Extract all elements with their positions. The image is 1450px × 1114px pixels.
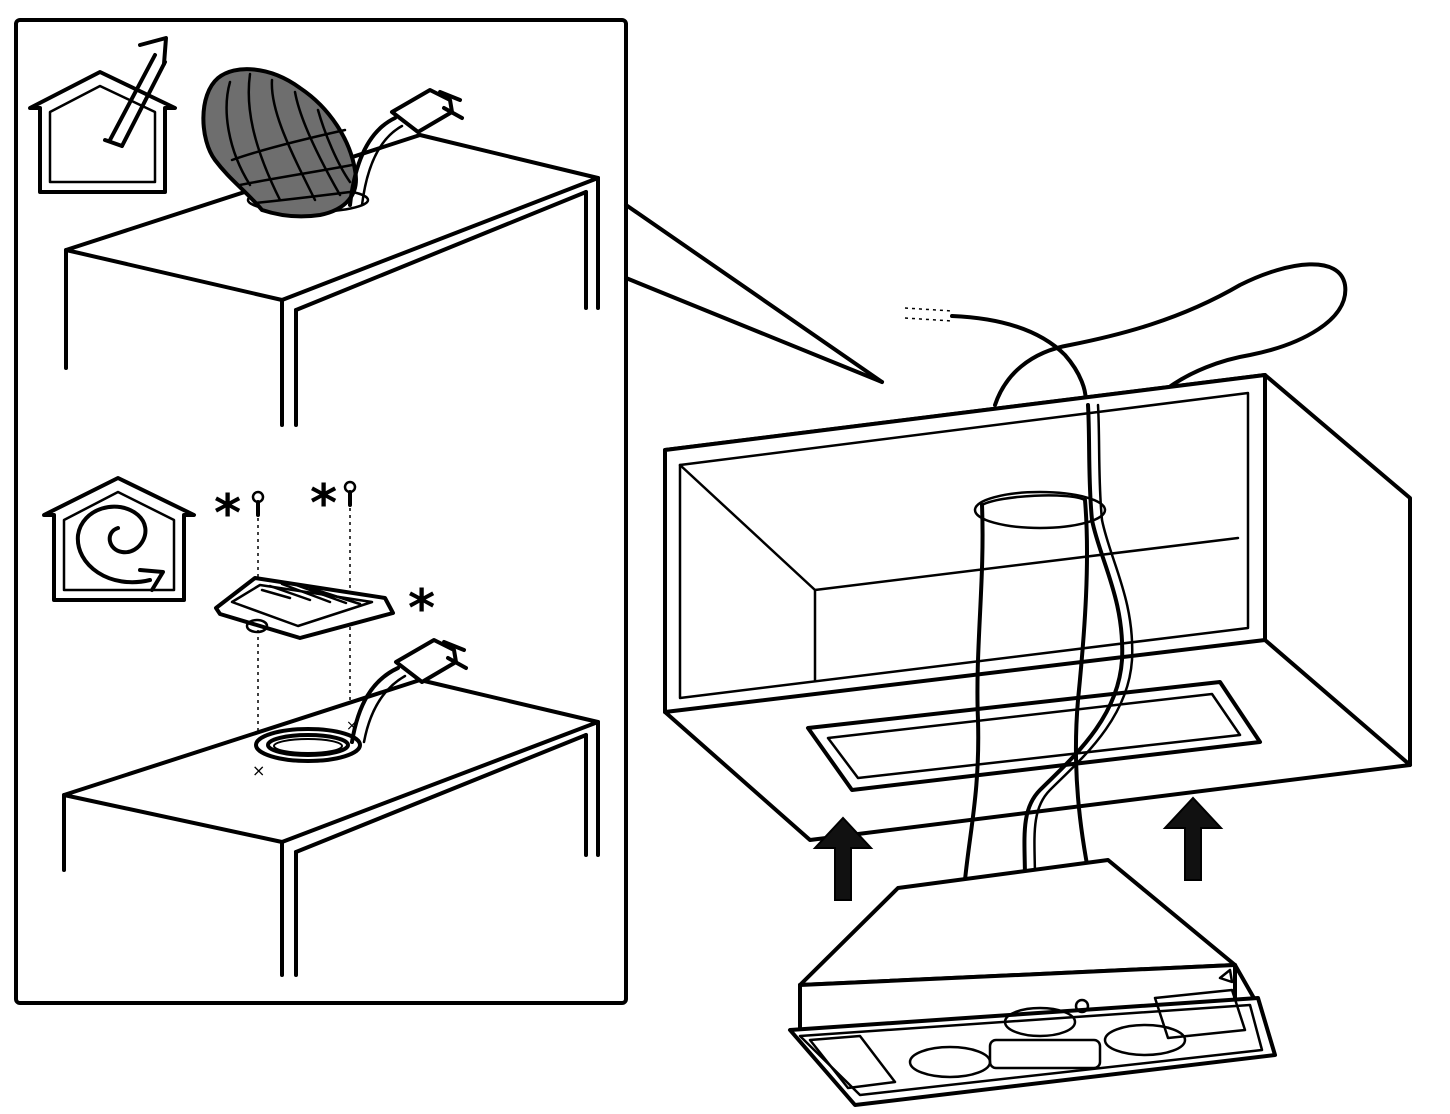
svg-text:×: × — [252, 761, 265, 780]
arrow-up-left-icon — [812, 816, 874, 901]
lower-cabinet: × × — [62, 678, 600, 977]
ducted-extraction-scene — [28, 36, 600, 427]
ducted-extraction-house-icon — [28, 36, 177, 194]
power-plug-upper — [348, 88, 464, 207]
grease-filter-left — [808, 1034, 897, 1090]
power-plug-lower — [350, 638, 468, 744]
callout-line-upper — [624, 203, 884, 384]
wall-cabinet — [663, 373, 1412, 842]
supply-cable-top — [950, 314, 1088, 407]
exhaust-duct — [963, 490, 1107, 882]
motor-housing — [988, 1038, 1102, 1070]
svg-text:×: × — [346, 718, 358, 734]
callout-line-lower — [624, 276, 884, 384]
optional-marker-filter: * — [408, 579, 436, 639]
inset-panel — [14, 18, 884, 1005]
recirculation-scene: × × — [42, 476, 600, 977]
flexible-duct — [201, 67, 358, 219]
arrow-up-right-icon — [1162, 796, 1224, 881]
main-installation-view — [663, 262, 1412, 1107]
lamp-right-icon — [1103, 1023, 1187, 1057]
optional-marker-screw-right: * — [310, 474, 338, 534]
supply-cable — [1022, 403, 1125, 882]
hood-unit — [788, 858, 1277, 1107]
duct-outlet-shape — [993, 262, 1348, 407]
grease-filter-right — [1153, 988, 1247, 1040]
screw-right — [343, 480, 357, 725]
inset-frame — [14, 18, 628, 1005]
carbon-filter — [214, 576, 395, 640]
screw-left — [251, 490, 265, 770]
optional-marker-screw-left: * — [214, 484, 242, 544]
recirculation-house-icon — [42, 476, 196, 602]
